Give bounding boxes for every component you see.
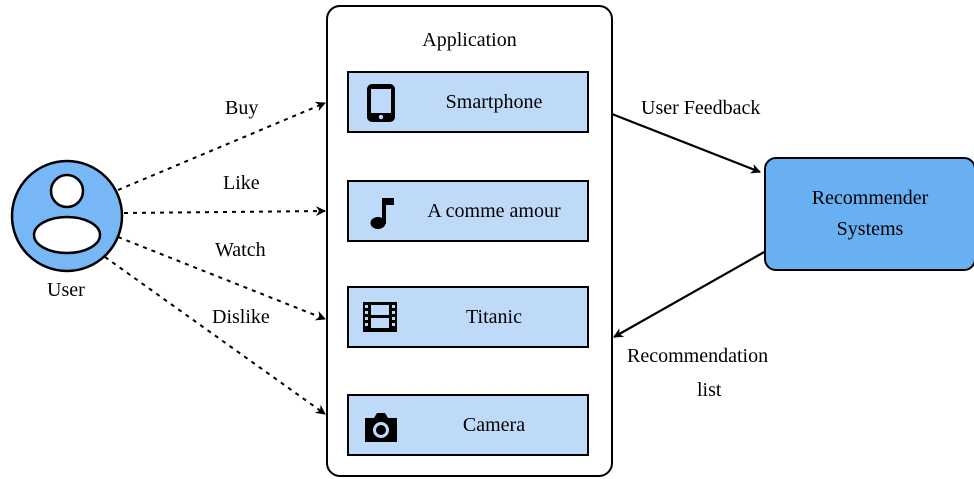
smartphone-icon [367,84,395,122]
recommendation-label-line1: Recommendation [627,345,769,367]
user-feedback-arrow [611,112,761,174]
item-label-a-comme-amour: A comme amour [427,199,561,222]
recommendation-list-arrow [613,250,767,338]
application-title: Application [422,29,517,51]
item-a-comme-amour: A comme amour [347,180,589,242]
action-label-like: Like [223,172,260,194]
action-label-watch: Watch [215,239,266,261]
film-icon [363,302,397,332]
recommender-label-line1: Recommender [811,187,929,209]
buy-arrow [117,101,326,191]
like-arrow [123,206,326,217]
user-label: User [47,279,85,301]
user-feedback-label: User Feedback [641,97,761,119]
watch-arrow [117,236,326,321]
item-titanic: Titanic [347,286,589,348]
action-label-buy: Buy [225,97,259,119]
item-label-titanic: Titanic [466,305,522,328]
item-camera: Camera [347,394,589,456]
user-node [10,159,124,273]
recommender-label-line2: Systems [836,218,904,240]
dislike-arrow [104,256,326,415]
item-smartphone: Smartphone [347,71,589,133]
camera-icon [365,413,397,442]
music-note-icon [370,198,394,229]
action-label-dislike: Dislike [212,306,270,328]
recommender-systems-box: Recommender Systems [764,157,974,271]
recommendation-label-line2: list [697,379,722,401]
item-label-camera: Camera [462,413,526,436]
item-label-smartphone: Smartphone [445,90,543,113]
